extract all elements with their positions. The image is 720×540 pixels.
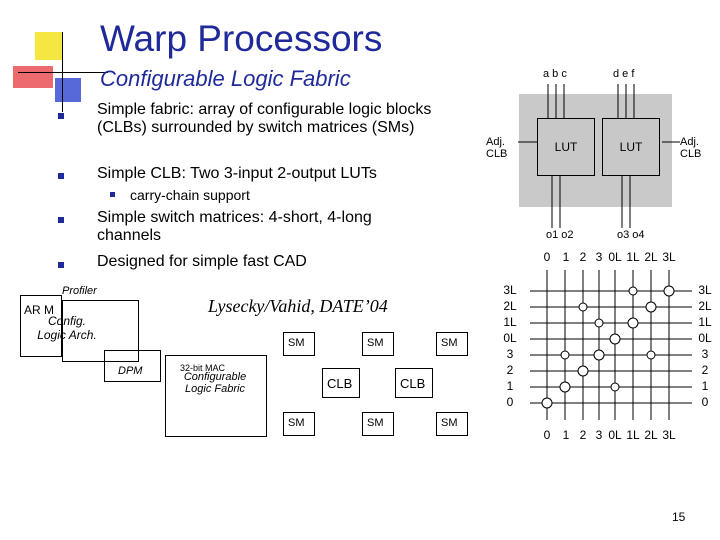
sm-bottom-label: 3 (595, 428, 603, 442)
clb-label: CLB (400, 376, 426, 391)
sub-bullet-marker (110, 192, 115, 197)
slide-subtitle: Configurable Logic Fabric (100, 66, 351, 91)
fabric-label: Configurable Logic Fabric (183, 371, 247, 395)
clb-label: CLB (327, 376, 353, 391)
bullet-marker (58, 262, 64, 268)
bullet-marker (58, 113, 64, 119)
sm-left-label: 0L (503, 331, 517, 345)
clb-inputs-left: a b c (543, 68, 567, 80)
sm-left-label: 3L (503, 283, 517, 297)
clb-block (395, 368, 433, 398)
sm-right-label: 0L (698, 331, 712, 345)
sm-bottom-label: 0 (543, 428, 551, 442)
slide-title: Warp Processors (100, 18, 383, 59)
citation: Lysecky/Vahid, DATE’04 (208, 296, 388, 316)
sm-block (362, 332, 394, 356)
sm-bottom-label: 2L (644, 428, 658, 442)
sm-label: SM (441, 417, 458, 429)
clb-wiring (518, 84, 680, 228)
sm-top-label: 2L (644, 250, 658, 264)
lut-left: LUT (537, 118, 595, 176)
sm-bottom-label: 3L (662, 428, 676, 442)
sm-top-label: 0 (543, 250, 551, 264)
sm-label: SM (288, 417, 305, 429)
sm-left-label: 0 (506, 395, 514, 409)
sub-bullet-item: carry-chain support (130, 187, 250, 203)
mac-label: 32-bit MAC (180, 363, 226, 373)
dpm-label: DPM (118, 365, 143, 377)
arm-label: AR M (24, 303, 54, 317)
sm-block (283, 332, 315, 356)
sm-left-label: 3 (506, 347, 514, 361)
profiler-label: Profiler (62, 285, 97, 297)
bullet-item: Simple switch matrices: 4-short, 4-long … (97, 209, 372, 244)
config-logic-block (62, 300, 139, 362)
sm-right-label: 2L (698, 299, 712, 313)
sm-bottom-label: 1L (626, 428, 640, 442)
lut-right: LUT (602, 118, 660, 176)
sm-top-label: 1 (562, 250, 570, 264)
sm-top-label: 3 (595, 250, 603, 264)
sm-block (436, 332, 468, 356)
sm-top-label: 1L (626, 250, 640, 264)
sm-label: SM (367, 417, 384, 429)
fabric-block (165, 355, 267, 437)
sm-top-label: 2 (579, 250, 587, 264)
arm-block (20, 295, 62, 357)
sm-block (283, 412, 315, 436)
bullet-item: Simple CLB: Two 3-input 2-output LUTs (97, 165, 377, 182)
sm-block (362, 412, 394, 436)
sm-left-label: 1 (506, 379, 514, 393)
sm-right-label: 3L (698, 283, 712, 297)
bullet-marker (58, 173, 64, 179)
sm-left-label: 2 (506, 363, 514, 377)
sm-bottom-label: 1 (562, 428, 570, 442)
bullet-item: Designed for simple fast CAD (97, 253, 307, 270)
sm-bottom-label: 0L (608, 428, 622, 442)
sm-right-label: 1 (701, 379, 709, 393)
sm-label: SM (288, 337, 305, 349)
sm-label: SM (441, 337, 458, 349)
sm-left-label: 1L (503, 315, 517, 329)
sm-block (436, 412, 468, 436)
sm-left-label: 2L (503, 299, 517, 313)
adj-clb-left: Adj. CLB (486, 136, 508, 160)
sm-right-label: 0 (701, 395, 709, 409)
sm-top-label: 0L (608, 250, 622, 264)
bullet-marker (58, 217, 64, 223)
adj-clb-right: Adj. CLB (680, 136, 702, 160)
clb-outputs-right: o3 o4 (617, 229, 645, 241)
dpm-block (104, 350, 161, 382)
sm-top-label: 3L (662, 250, 676, 264)
sm-right-label: 1L (698, 315, 712, 329)
config-logic-label: Config. Logic Arch. (37, 314, 97, 342)
clb-block (322, 368, 360, 398)
page-number: 15 (672, 510, 686, 524)
sm-bottom-label: 2 (579, 428, 587, 442)
sm-grid (530, 270, 692, 420)
bullet-item: Simple fabric: array of configurable log… (97, 101, 432, 136)
sm-right-label: 2 (701, 363, 709, 377)
sm-label: SM (367, 337, 384, 349)
sm-right-label: 3 (701, 347, 709, 361)
clb-inputs-right: d e f (613, 68, 635, 80)
clb-outputs-left: o1 o2 (546, 229, 574, 241)
